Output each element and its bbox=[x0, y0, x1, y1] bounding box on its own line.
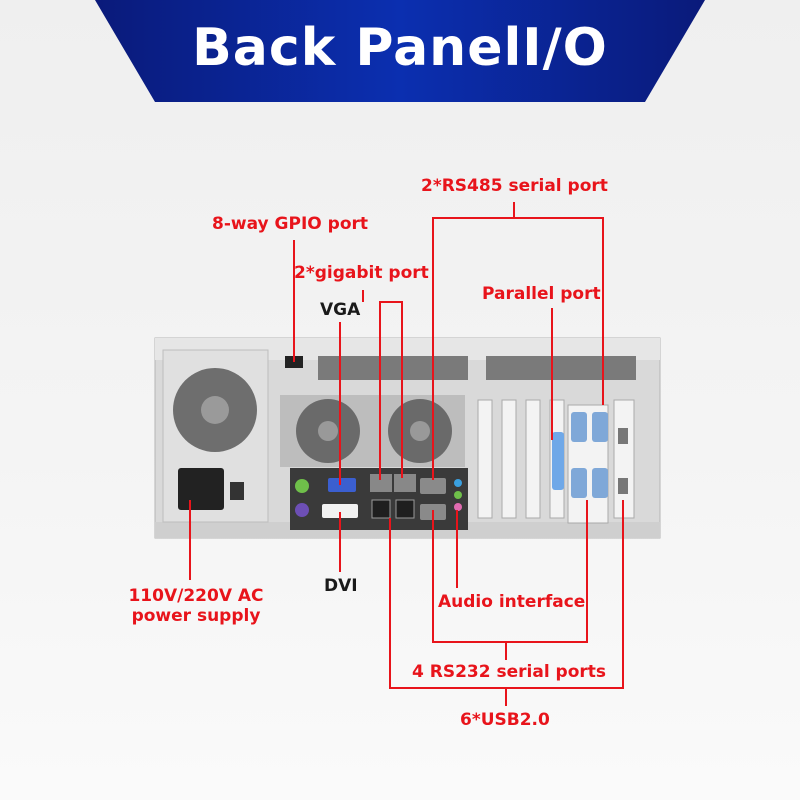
parallel-port-icon bbox=[552, 432, 564, 490]
ethernet-port-icon bbox=[394, 474, 416, 492]
power-switch-icon bbox=[230, 482, 244, 500]
gpio-label: 8-way GPIO port bbox=[212, 214, 369, 234]
dvi-label: DVI bbox=[324, 576, 358, 596]
rs485-label: 2*RS485 serial port bbox=[421, 176, 608, 196]
page-title: Back PanelI/O bbox=[192, 18, 608, 78]
parallel-label: Parallel port bbox=[482, 284, 601, 304]
title-banner bbox=[95, 0, 705, 102]
audio-jack-icon bbox=[454, 479, 462, 487]
callout-lines bbox=[189, 202, 624, 706]
chassis bbox=[154, 337, 661, 539]
com-port-icon bbox=[420, 478, 446, 494]
usb-port-icon bbox=[618, 478, 628, 494]
ac-inlet-icon bbox=[178, 468, 224, 510]
gigabit-label: 2*gigabit port bbox=[294, 263, 429, 283]
usb-label: 6*USB2.0 bbox=[460, 710, 550, 730]
dvi-port-icon bbox=[322, 504, 358, 518]
ac-power-label-line1: 110V/220V AC bbox=[128, 586, 264, 606]
vga-label: VGA bbox=[320, 300, 361, 320]
ethernet-port-icon bbox=[370, 474, 392, 492]
vga-port-icon bbox=[328, 478, 356, 492]
audio-label: Audio interface bbox=[438, 592, 586, 612]
ac-power-label-line2: power supply bbox=[131, 606, 261, 626]
usb-port-icon bbox=[618, 428, 628, 444]
rs232-label: 4 RS232 serial ports bbox=[412, 662, 607, 682]
